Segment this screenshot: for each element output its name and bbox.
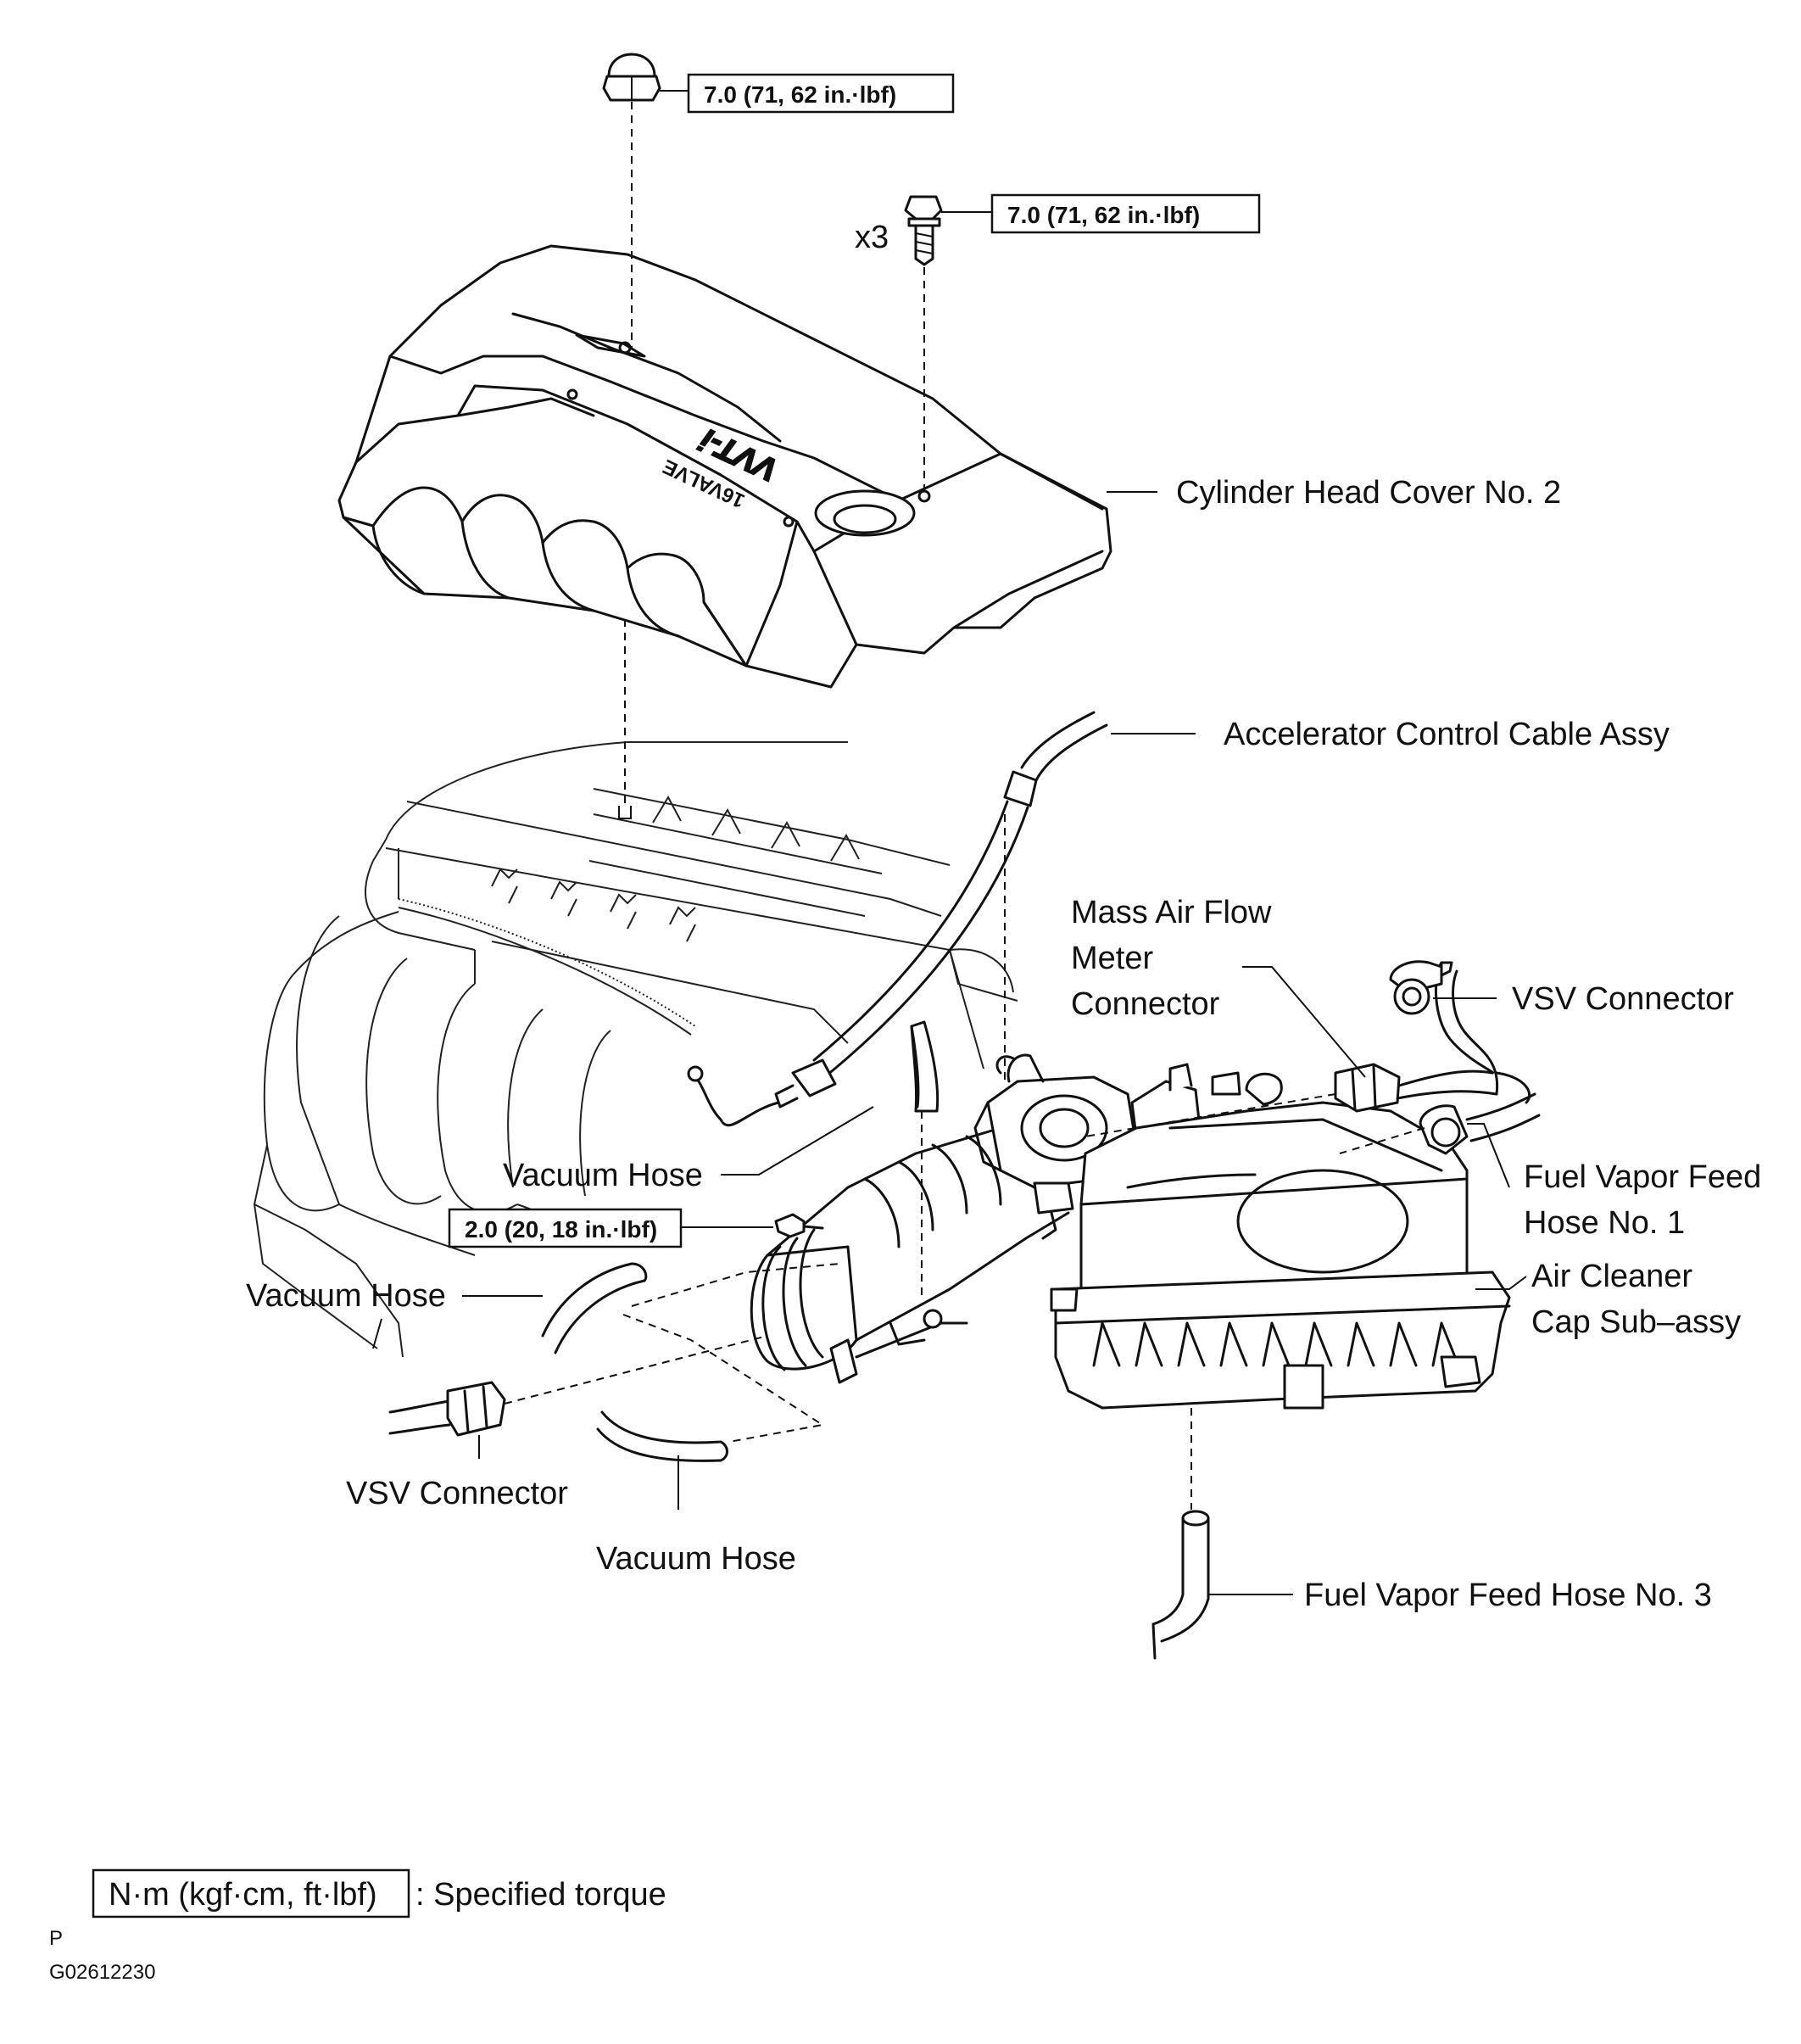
label-maf-line1: Mass Air Flow	[1071, 895, 1272, 930]
fuel-vapor-hose-3-icon	[1151, 1510, 1210, 1660]
maf-connector-icon	[1334, 1063, 1498, 1113]
torque-value-intake-bolt: 2.0 (20, 18 in.·lbf)	[465, 1216, 657, 1243]
label-fuel-vapor-hose1-line1: Fuel Vapor Feed	[1524, 1159, 1761, 1195]
torque-value-cover-bolts: 7.0 (71, 62 in.·lbf)	[1007, 202, 1200, 228]
cap-nut-icon	[602, 53, 661, 102]
legend-unit-box: N·m (kgf·cm, ft·lbf)	[109, 1877, 377, 1913]
label-fuel-vapor-hose1-line2: Hose No. 1	[1524, 1205, 1685, 1241]
bolt-quantity: x3	[855, 220, 889, 255]
label-maf-line3: Connector	[1071, 986, 1220, 1022]
torque-box-cover-bolts: 7.0 (71, 62 in.·lbf)	[990, 193, 1261, 234]
figure-code: G02612230	[49, 1961, 155, 1984]
cylinder-head-cover: VVT-i 16VALVE	[337, 244, 1112, 689]
label-air-cleaner-line2: Cap Sub–assy	[1531, 1304, 1741, 1340]
label-accelerator-cable: Accelerator Control Cable Assy	[1224, 717, 1670, 752]
label-cylinder-head-cover: Cylinder Head Cover No. 2	[1176, 475, 1561, 511]
vacuum-hose-lower-icon	[596, 1410, 728, 1462]
intake-bolt-icon	[774, 1213, 824, 1238]
vacuum-hose-left-icon	[541, 1262, 648, 1354]
page-letter: P	[49, 1927, 63, 1950]
torque-box-top-nut: 7.0 (71, 62 in.·lbf)	[687, 73, 955, 114]
vacuum-hose-upper-icon	[910, 1025, 920, 1109]
vsv-connector-left-icon	[388, 1381, 506, 1437]
label-vsv-connector-left: VSV Connector	[346, 1476, 568, 1511]
torque-value-top-nut: 7.0 (71, 62 in.·lbf)	[704, 81, 896, 108]
throttle-body-assembly	[750, 1053, 1283, 1384]
label-air-cleaner-line1: Air Cleaner	[1531, 1259, 1692, 1294]
label-vacuum-hose-upper: Vacuum Hose	[503, 1158, 703, 1193]
bolt-icon	[904, 195, 943, 266]
label-vsv-connector-right: VSV Connector	[1512, 981, 1734, 1017]
vsv-connector-right-icon	[1389, 960, 1531, 1104]
label-vacuum-hose-left: Vacuum Hose	[246, 1278, 446, 1314]
label-maf-line2: Meter	[1071, 941, 1153, 976]
legend-description: : Specified torque	[415, 1877, 666, 1913]
accelerator-cable	[687, 711, 1108, 1127]
torque-legend: N·m (kgf·cm, ft·lbf) : Specified torque	[92, 1868, 666, 1918]
label-vacuum-hose-lower: Vacuum Hose	[596, 1541, 796, 1577]
fuel-vapor-hose-1-icon	[1419, 1092, 1541, 1155]
label-fuel-vapor-hose3: Fuel Vapor Feed Hose No. 3	[1304, 1578, 1712, 1613]
air-cleaner-cap	[1050, 1101, 1511, 1410]
torque-box-intake-bolt: 2.0 (20, 18 in.·lbf)	[448, 1208, 683, 1248]
